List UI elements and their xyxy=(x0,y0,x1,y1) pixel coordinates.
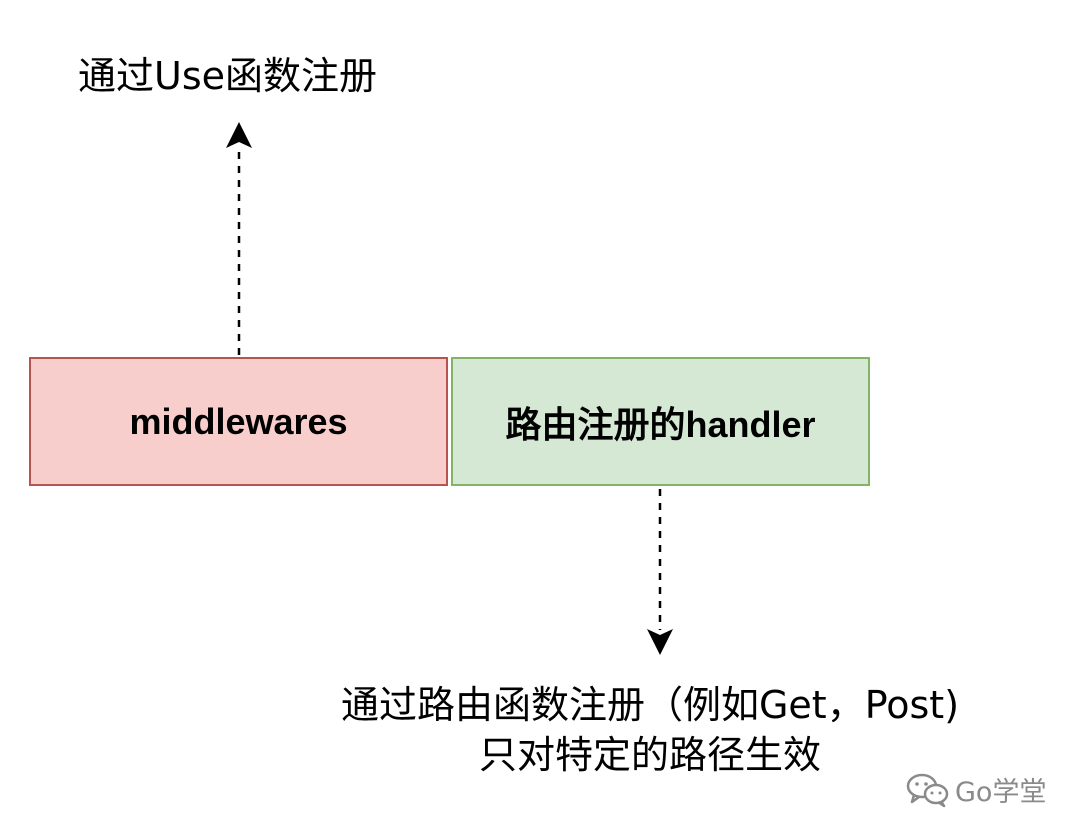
bottom-label-line-2: 只对特定的路径生效 xyxy=(478,733,821,777)
middlewares-box: middlewares xyxy=(29,357,448,486)
wechat-icon xyxy=(906,773,949,807)
arrow-up-head xyxy=(226,122,252,148)
watermark: Go学堂 xyxy=(905,770,1046,809)
watermark-text: Go学堂 xyxy=(955,777,1047,808)
handler-label: 路由注册的handler xyxy=(505,403,816,445)
top-label: 通过Use函数注册 xyxy=(78,54,377,98)
handler-box: 路由注册的handler xyxy=(451,357,870,486)
arrow-down-head xyxy=(647,629,673,655)
arrow-down xyxy=(647,489,673,655)
arrow-up xyxy=(226,122,252,355)
middlewares-label: middlewares xyxy=(129,400,348,442)
bottom-label: 通过路由函数注册（例如Get，Post) 只对特定的路径生效 xyxy=(300,680,1000,780)
bottom-label-line-1: 通过路由函数注册（例如Get，Post) xyxy=(340,683,960,727)
